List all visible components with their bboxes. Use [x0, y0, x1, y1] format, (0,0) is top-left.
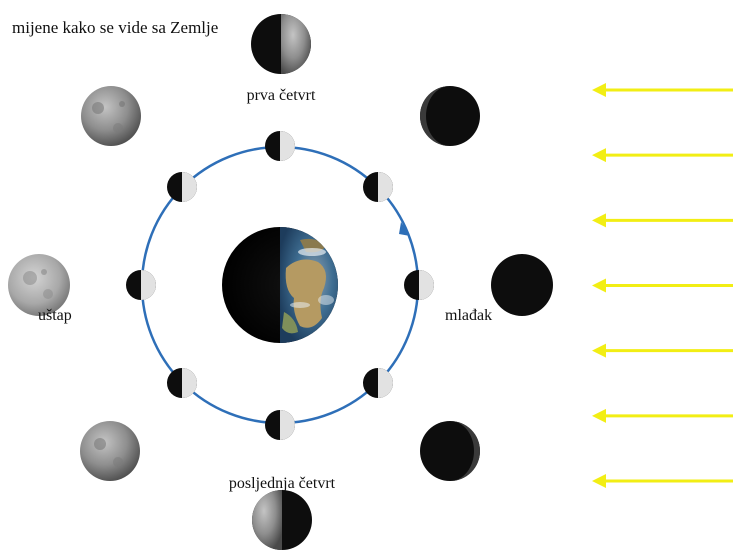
sun-ray-arrowhead — [592, 343, 606, 358]
orbit-moon-top-left — [167, 172, 197, 202]
sun-ray-arrowhead — [592, 83, 606, 97]
orbit-moon-top — [265, 131, 295, 161]
phase-moon-waning-gibbous — [80, 421, 140, 481]
sun-ray-arrowhead — [592, 213, 606, 228]
sun-ray-arrowhead — [592, 148, 606, 163]
phase-moon-waxing-crescent — [420, 86, 480, 146]
sun-ray-arrowhead — [592, 408, 606, 423]
orbit-moon-top-right — [363, 172, 393, 202]
label-full-moon: uštap — [38, 307, 72, 324]
orbit-direction-arrow — [399, 222, 410, 236]
earth — [222, 227, 338, 343]
orbit-moon-bottom-left — [167, 368, 197, 398]
orbit-moon-bottom-right — [363, 368, 393, 398]
orbit-moon-bottom — [265, 410, 295, 440]
phase-moon-last-quarter — [252, 490, 312, 550]
label-first-quarter: prva četvrt — [247, 87, 316, 104]
phase-moon-first-quarter — [251, 14, 311, 74]
phase-moon-full — [8, 254, 70, 316]
phase-moon-waning-crescent — [420, 421, 480, 481]
sun-rays — [592, 83, 733, 488]
phase-moon-waxing-gibbous — [81, 86, 141, 146]
diagram-title: mijene kako se vide sa Zemlje — [12, 18, 218, 37]
label-new-moon: mlađak — [445, 307, 492, 324]
sun-ray-arrowhead — [592, 474, 606, 488]
orbit-moon-right — [404, 270, 434, 300]
label-last-quarter: posljednja četvrt — [229, 475, 336, 492]
phase-moon-new — [491, 254, 553, 316]
orbit-moon-left — [126, 270, 156, 300]
sun-ray-arrowhead — [592, 278, 606, 293]
